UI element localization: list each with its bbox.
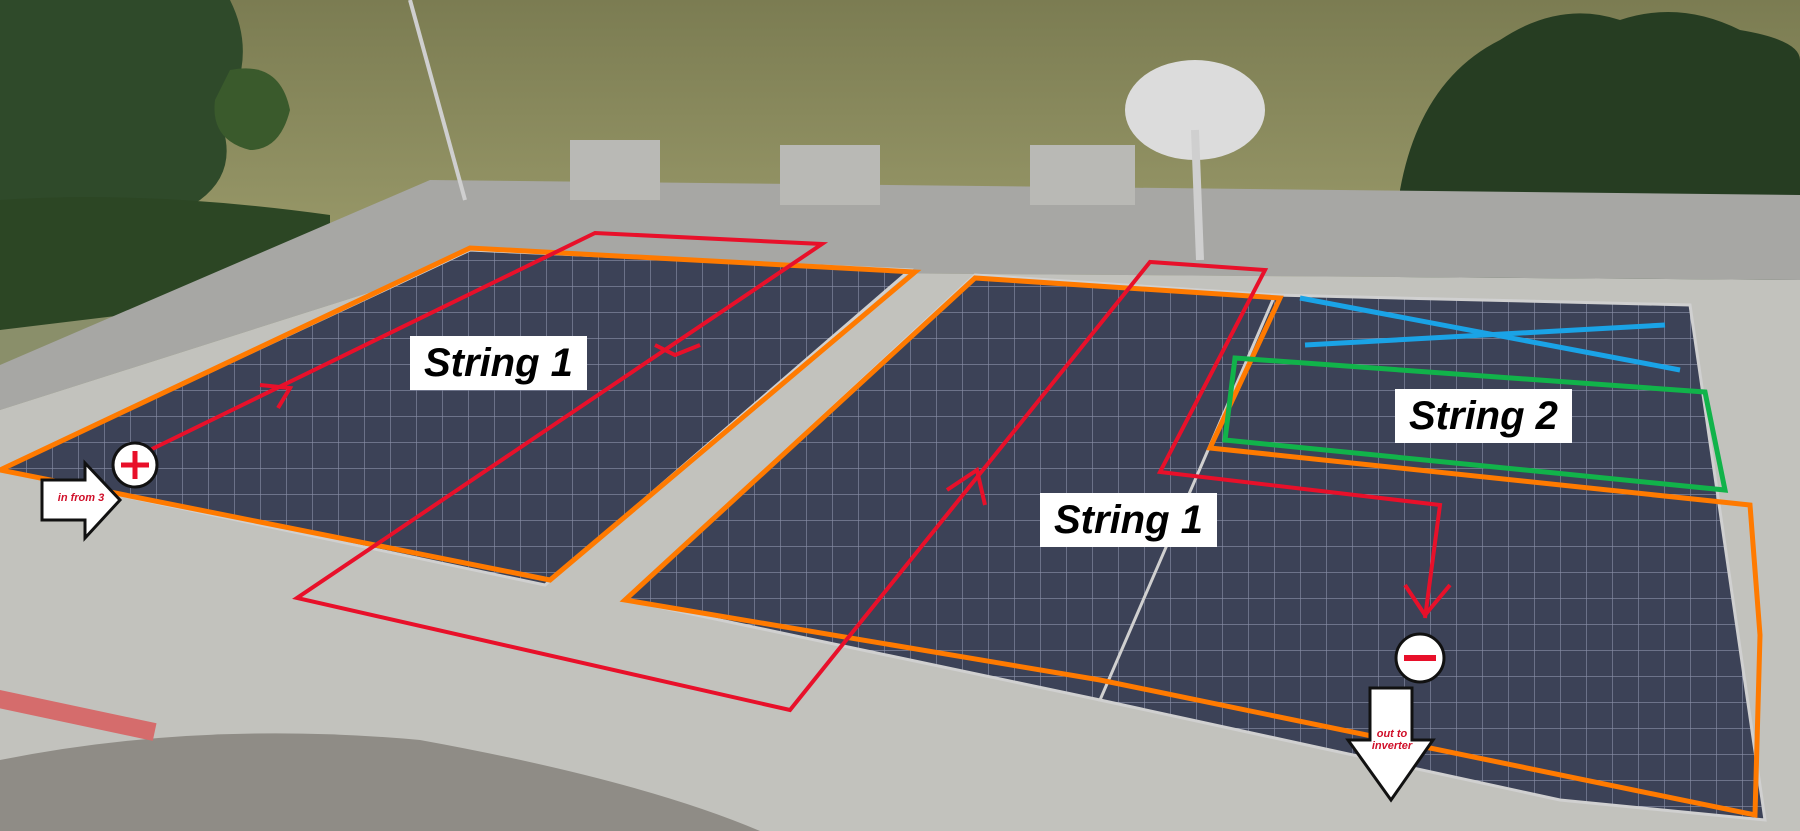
- wire-arrow-1: [259, 383, 294, 410]
- output-arrow-label: out to inverter: [1371, 728, 1413, 752]
- output-arrow-icon: [1345, 686, 1436, 803]
- chimney-3: [1030, 145, 1135, 205]
- wire-arrow-3: [945, 466, 987, 506]
- wire-arrow-4: [1403, 583, 1452, 619]
- wire-arrow-2: [654, 343, 701, 358]
- blue-cross-line-2: [1304, 322, 1666, 348]
- chimney-1: [570, 140, 660, 200]
- string-2-label: String 2: [1395, 389, 1572, 443]
- chimney-2: [780, 145, 880, 205]
- string-1-label-left: String 1: [410, 336, 587, 390]
- orange-outline-middle: [619, 275, 1763, 819]
- parapet-wall: [0, 180, 1800, 410]
- antenna-mast: [408, 0, 467, 201]
- roof-edge-foreground: [0, 733, 760, 831]
- small-tree: [214, 68, 290, 150]
- orange-outline-left: [0, 245, 922, 583]
- input-arrow-label: in from 3: [57, 492, 105, 504]
- string-1-label-right: String 1: [1040, 493, 1217, 547]
- string-1-wire-route: [149, 230, 1443, 713]
- input-arrow-icon: [40, 459, 123, 542]
- satellite-dish: [1125, 60, 1265, 160]
- dish-mount: [1191, 129, 1204, 261]
- green-outline-string-2: [1222, 355, 1729, 493]
- plus-sign-icon: [121, 451, 149, 479]
- red-brick-edge: [0, 690, 157, 741]
